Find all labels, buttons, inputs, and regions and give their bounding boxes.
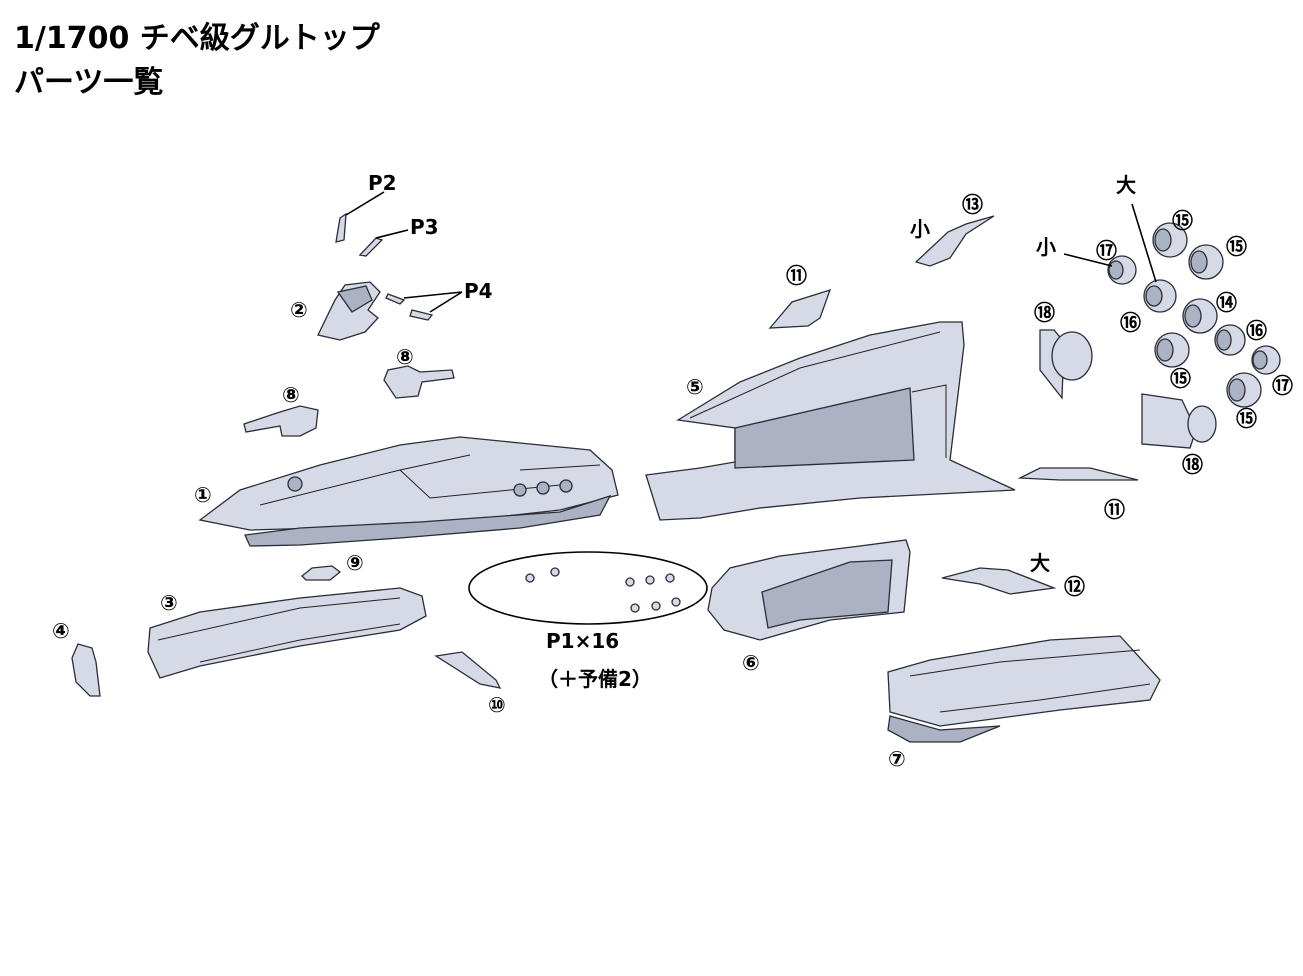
- part-2-bridge: [317, 281, 381, 341]
- part-number-6: ⑥: [742, 651, 760, 675]
- part-number-5: ⑤: [686, 375, 704, 399]
- leader-line-p3: [375, 229, 409, 239]
- part-number-18a: ⑱: [1034, 301, 1055, 325]
- part-12: [941, 567, 1057, 595]
- label-p2: P2: [368, 171, 397, 195]
- part-number-8a: ⑧: [396, 345, 414, 369]
- part-11a: [768, 288, 832, 329]
- leader-line-large-16: [1131, 203, 1157, 283]
- part-number-9: ⑨: [346, 551, 364, 575]
- part-11b: [1017, 467, 1139, 481]
- part-number-13: ⑬: [962, 193, 983, 217]
- part-number-17b: ⑰: [1272, 374, 1293, 398]
- leader-line-p4: [403, 291, 463, 313]
- part-18-lower: [1141, 393, 1217, 449]
- part-number-8b: ⑧: [282, 383, 300, 407]
- nozzle-15-d: [1226, 372, 1262, 408]
- part-7-rear-hull: [887, 635, 1161, 743]
- nozzle-16-large: [1143, 279, 1177, 313]
- label-large-16: 大: [1116, 173, 1136, 197]
- part-number-15a: ⑮: [1172, 209, 1193, 233]
- part-number-2: ②: [290, 298, 308, 322]
- p1-group-ellipse: [468, 551, 708, 625]
- part-8-turret-a: [383, 365, 455, 399]
- part-number-15c: ⑮: [1170, 367, 1191, 391]
- part-number-11b: ⑪: [1104, 498, 1125, 522]
- label-small-17: 小: [1036, 235, 1056, 259]
- p1-parts: [525, 567, 681, 613]
- part-p2: [335, 212, 347, 243]
- part-8-turret-b: [243, 405, 319, 437]
- part-p3: [358, 237, 384, 257]
- part-number-17a: ⑰: [1096, 239, 1117, 263]
- part-5-upper-hull: [645, 321, 1016, 521]
- part-number-12: ⑫: [1064, 575, 1085, 599]
- part-number-4: ④: [52, 619, 70, 643]
- part-number-11a: ⑪: [786, 264, 807, 288]
- nozzle-16-b: [1214, 324, 1246, 356]
- nozzle-14: [1182, 298, 1218, 334]
- part-3-lower-hull: [147, 587, 427, 679]
- label-large-12: 大: [1030, 551, 1050, 575]
- part-number-15d: ⑮: [1236, 407, 1257, 431]
- page-subtitle: パーツ一覧: [14, 65, 164, 100]
- label-p1: P1×16: [546, 629, 619, 653]
- nozzle-17-b: [1251, 345, 1281, 375]
- part-number-18b: ⑱: [1182, 453, 1203, 477]
- part-10: [434, 651, 502, 689]
- nozzle-17-small: [1107, 255, 1137, 285]
- leader-line-p2: [345, 191, 385, 216]
- part-6-mid-hull: [707, 539, 911, 641]
- part-number-14: ⑭: [1216, 291, 1237, 315]
- part-number-7: ⑦: [888, 747, 906, 771]
- part-number-15b: ⑮: [1226, 235, 1247, 259]
- page-title: 1/1700 チベ級グルトップ: [14, 21, 380, 56]
- part-p4b: [409, 309, 434, 321]
- part-9: [301, 565, 342, 581]
- part-4: [71, 643, 101, 697]
- nozzle-15-c: [1154, 332, 1190, 368]
- label-p3: P3: [410, 215, 439, 239]
- label-small-13: 小: [910, 217, 930, 241]
- part-number-16a: ⑯: [1120, 311, 1141, 335]
- part-number-1: ①: [194, 483, 212, 507]
- label-p1-spare: （＋予備2）: [538, 667, 652, 691]
- part-18-upper: [1039, 329, 1093, 400]
- label-p4: P4: [464, 279, 493, 303]
- nozzle-15-b: [1188, 244, 1224, 280]
- part-number-16b: ⑯: [1246, 319, 1267, 343]
- leader-line-small-17: [1063, 253, 1113, 267]
- part-number-3: ③: [160, 591, 178, 615]
- nozzle-15-a: [1152, 222, 1188, 258]
- part-13: [914, 215, 995, 267]
- part-1-hull: [198, 436, 619, 547]
- part-p4a: [385, 293, 406, 305]
- part-number-10: ⑩: [488, 693, 506, 717]
